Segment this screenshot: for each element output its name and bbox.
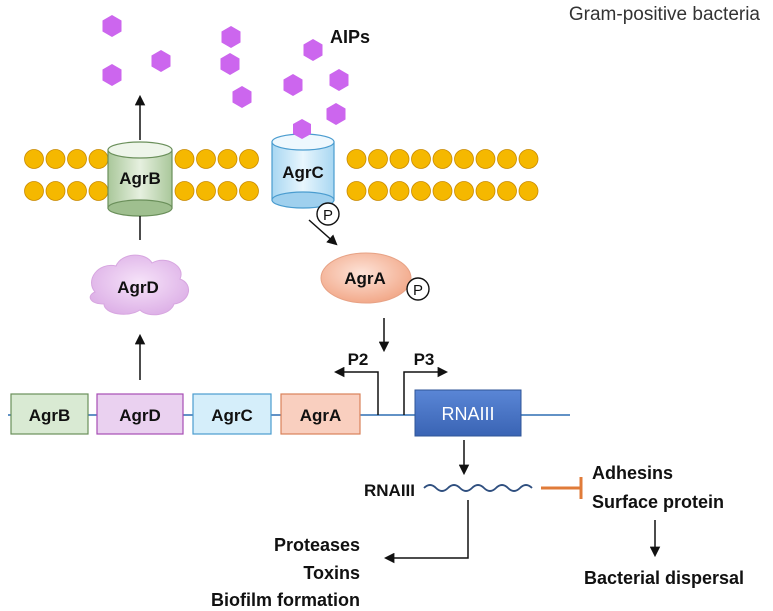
aip-hexagon [151,50,171,72]
lipid-head [217,149,238,169]
agrC-protein-label: AgrC [282,163,324,182]
lipid-head [67,181,87,201]
aip-hexagon [232,86,252,108]
lipid-head [196,181,216,201]
gene-box-agrB-label: AgrB [29,406,71,425]
lipid-head [411,149,431,169]
gene-box-agrD-label: AgrD [119,406,161,425]
aip-hexagon [102,15,122,37]
agrA-label: AgrA [344,269,386,288]
rnaiii-gene-label: RNAIII [441,404,494,424]
agrD-label: AgrD [117,278,159,297]
aip-hexagon [329,69,349,91]
inhibition-symbol [541,477,583,499]
rnaiii-gene: RNAIII [414,389,522,437]
rnaiii-transcript-wave [423,484,533,492]
lipid-head [518,181,539,201]
lipid-head [217,181,238,201]
lipid-head [88,149,109,169]
agr-operon-genes: AgrB AgrD AgrC AgrA [10,393,361,435]
aip-hexagon [220,53,240,75]
agrB-protein-label: AgrB [119,169,161,188]
promoter-p3-arrow [403,366,449,415]
lipid-head [174,181,195,201]
svg-text:P: P [323,207,333,224]
lipid-head [454,181,474,201]
lipid-head [497,181,517,201]
rnaiii-transcript-label: RNAIII [364,481,415,500]
lipid-head [45,149,66,169]
gene-box-agrA-label: AgrA [300,406,342,425]
cell-membrane [24,149,539,201]
lipid-head [454,149,474,169]
aip-hexagon [326,103,346,125]
lipid-head [518,149,539,169]
lipid-head [346,149,367,169]
lipid-head [432,181,453,201]
lipid-head [24,181,44,201]
lipid-head [411,181,431,201]
lipid-head [239,149,259,169]
arrow-agrC-to-agrA [308,219,338,246]
lipid-head [239,181,259,201]
agrC-phosphate: P [316,202,340,226]
lipid-head [346,181,367,201]
agrA-response-regulator: AgrA P [320,252,430,304]
lipid-head [497,149,517,169]
lipid-head [67,149,87,169]
aip-hexagon [221,26,241,48]
bound-aip [293,119,311,139]
aip-molecules [102,15,349,125]
lipid-head [196,149,216,169]
gene-box-agrB: AgrB [10,393,89,435]
repressed-outcome-dispersal: Bacterial dispersal [584,568,744,588]
lipid-head [475,181,496,201]
lipid-head [174,149,195,169]
agrA-phosphate: P [413,282,423,299]
aip-hexagon [102,64,122,86]
lipid-head [475,149,496,169]
aips-label: AIPs [330,27,370,47]
lipid-head [368,181,388,201]
lipid-head [88,181,109,201]
activated-target-biofilm: Biofilm formation [211,590,360,610]
promoter-p2-label: P2 [348,350,369,369]
gene-box-agrA: AgrA [280,393,361,435]
lipid-head [389,149,410,169]
repressed-target-surface-protein: Surface protein [592,492,724,512]
agrC-membrane-protein: AgrC [271,133,335,209]
repressed-target-adhesins: Adhesins [592,463,673,483]
aip-hexagon [303,39,323,61]
aip-hexagon [283,74,303,96]
arrow-to-activated-targets [383,500,469,564]
lipid-head [45,181,66,201]
lipid-head [432,149,453,169]
lipid-head [368,149,388,169]
lipid-head [24,149,44,169]
promoter-p2-arrow [333,366,379,415]
agrD-peptide: AgrD [89,254,189,316]
gene-box-agrC-label: AgrC [211,406,253,425]
gene-box-agrD: AgrD [96,393,184,435]
agrB-membrane-protein: AgrB [107,141,173,217]
promoter-p3-label: P3 [414,350,435,369]
page-title: Gram-positive bacteria [569,4,761,25]
gene-box-agrC: AgrC [192,393,272,435]
lipid-head [389,181,410,201]
activated-target-proteases: Proteases [274,535,360,555]
activated-target-toxins: Toxins [303,563,360,583]
